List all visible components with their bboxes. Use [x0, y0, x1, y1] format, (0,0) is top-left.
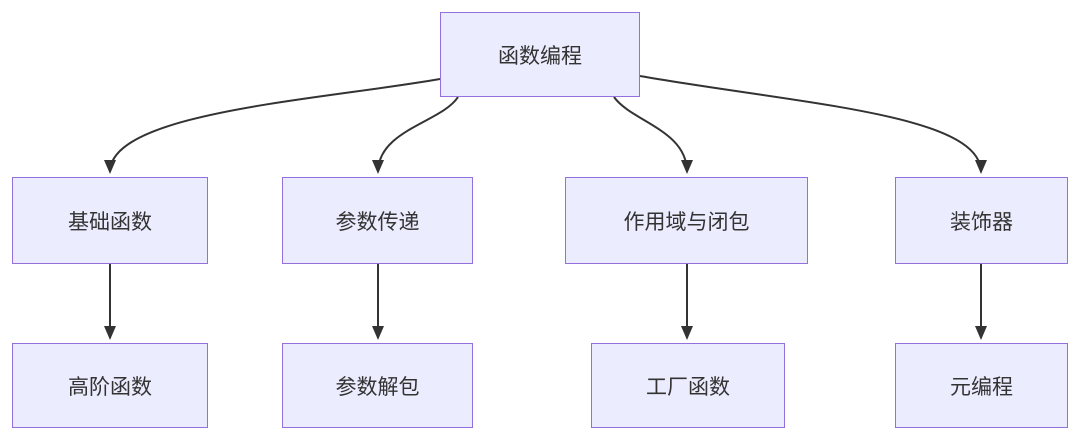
node-label: 函数编程	[498, 44, 582, 68]
node-label: 工厂函数	[646, 375, 730, 399]
edge-root-to-parameter-passing	[372, 96, 459, 174]
node-label: 参数传递	[335, 210, 420, 234]
edge-root-to-basic-functions	[104, 78, 441, 174]
edge-root-to-scope-and-closures	[613, 96, 693, 174]
node-scope-and-closures: 作用域与闭包	[565, 177, 808, 264]
node-functional-programming: 函数编程	[440, 12, 640, 97]
node-metaprogramming: 元编程	[895, 343, 1068, 428]
node-label: 参数解包	[335, 375, 420, 399]
node-label: 高阶函数	[68, 375, 152, 399]
node-label: 元编程	[950, 375, 1013, 399]
node-label: 装饰器	[950, 210, 1013, 234]
node-parameter-unpacking: 参数解包	[282, 343, 473, 428]
node-label: 作用域与闭包	[623, 210, 750, 234]
node-basic-functions: 基础函数	[12, 177, 208, 264]
node-decorators: 装饰器	[895, 177, 1068, 264]
edge-root-to-decorators	[639, 75, 987, 174]
node-parameter-passing: 参数传递	[282, 177, 473, 264]
node-higher-order-functions: 高阶函数	[12, 343, 208, 428]
node-factory-functions: 工厂函数	[591, 343, 785, 428]
node-label: 基础函数	[68, 210, 152, 234]
